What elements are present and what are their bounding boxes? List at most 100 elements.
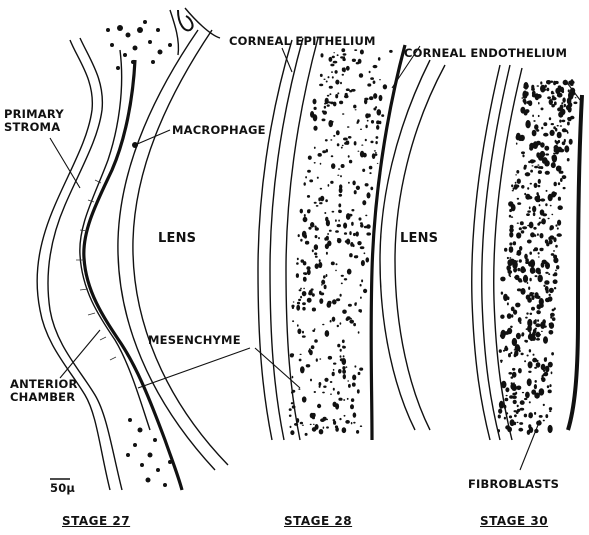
stroma-speck [302,291,307,296]
stroma-speck [537,164,539,165]
stroma-speck [516,386,521,391]
stroma-speck [551,352,554,355]
stroma-speck [555,224,557,226]
stroma-speck [332,76,334,78]
stroma-speck [498,409,502,414]
stroma-speck [289,415,292,417]
stroma-speck [343,374,346,379]
stroma-speck [539,204,541,206]
stroma-speck [506,265,511,271]
stroma-speck [552,154,557,162]
label-mesenchyme: MESENCHYME [148,334,241,347]
stroma-speck [374,154,377,156]
stroma-speck [369,172,371,174]
stroma-speck [343,399,345,401]
stroma-speck [314,339,318,343]
caption-stage-28: STAGE 28 [284,514,352,528]
stroma-speck [575,97,577,98]
stage-27-lens-arc-2 [133,30,228,465]
stroma-speck [292,320,294,322]
stroma-speck [335,403,339,409]
stroma-speck [498,415,501,419]
stroma-speck [515,182,517,184]
stroma-speck [332,56,335,59]
stroma-speck [335,80,339,85]
stroma-speck [519,278,522,282]
stroma-speck [326,149,328,153]
stroma-speck [337,54,339,56]
stroma-speck [319,202,322,204]
stroma-speck [515,185,520,188]
stroma-speck [293,301,295,302]
stage-27-stroma-inner [80,50,150,430]
stroma-speck [342,340,345,344]
stroma-speck [381,114,384,117]
stage-27-panel [37,8,228,490]
stroma-speck [320,74,323,77]
stroma-speck [508,353,511,357]
stroma-speck [513,267,517,272]
stroma-speck [543,122,547,126]
stroma-speck [504,417,506,420]
stroma-speck [352,375,356,381]
stroma-speck [512,368,515,371]
stroma-speck [332,211,335,213]
stroma-speck [342,145,344,146]
stroma-speck [534,124,538,130]
stroma-speck [331,155,334,157]
stroma-speck [337,325,339,327]
stroma-speck [335,270,337,272]
stroma-speck [517,223,519,224]
stroma-speck [335,94,338,98]
stroma-speck [348,155,350,158]
stroma-speck [335,70,338,74]
stroma-speck [532,130,537,137]
stroma-speck [501,333,505,339]
stroma-speck [347,398,349,400]
stroma-speck [340,82,342,85]
stroma-speck [347,126,350,128]
stroma-speck [537,85,540,87]
stroma-speck [328,356,332,360]
stroma-speck [321,53,324,57]
stroma-speck [528,361,533,368]
stroma-speck [545,85,547,88]
stroma-speck [522,226,527,229]
stroma-speck [313,126,317,131]
stroma-speck [551,214,553,215]
stroma-speck [534,247,538,251]
stroma-speck [356,430,359,434]
stroma-speck [330,181,333,184]
stroma-speck [542,260,547,265]
stroma-speck [324,212,326,214]
stroma-speck [319,385,321,388]
stroma-speck [354,190,357,194]
stroma-speck [549,227,552,231]
stroma-speck [529,349,531,352]
stage-28-speckle [289,48,393,436]
stroma-speck [497,429,500,432]
stroma-speck [303,288,305,289]
stroma-speck [352,59,356,62]
stroma-speck [357,121,359,123]
stroma-speck [300,422,303,425]
stroma-speck [503,294,508,301]
stroma-speck [534,384,537,389]
stroma-speck [527,240,532,244]
stroma-speck [560,125,562,127]
stroma-speck [507,302,509,305]
stroma-speck [346,366,348,368]
stroma-speck [515,174,517,175]
stroma-speck [511,314,513,317]
stroma-speck [533,354,535,356]
stroma-speck [520,270,523,272]
stroma-speck [337,175,339,176]
stroma-speck [324,378,328,382]
stroma-speck [351,209,354,211]
stroma-speck [317,404,321,408]
stroma-speck [521,353,524,356]
label-scale-bar: 50μ [50,482,75,495]
stroma-speck [354,49,357,51]
stroma-speck [337,391,340,395]
